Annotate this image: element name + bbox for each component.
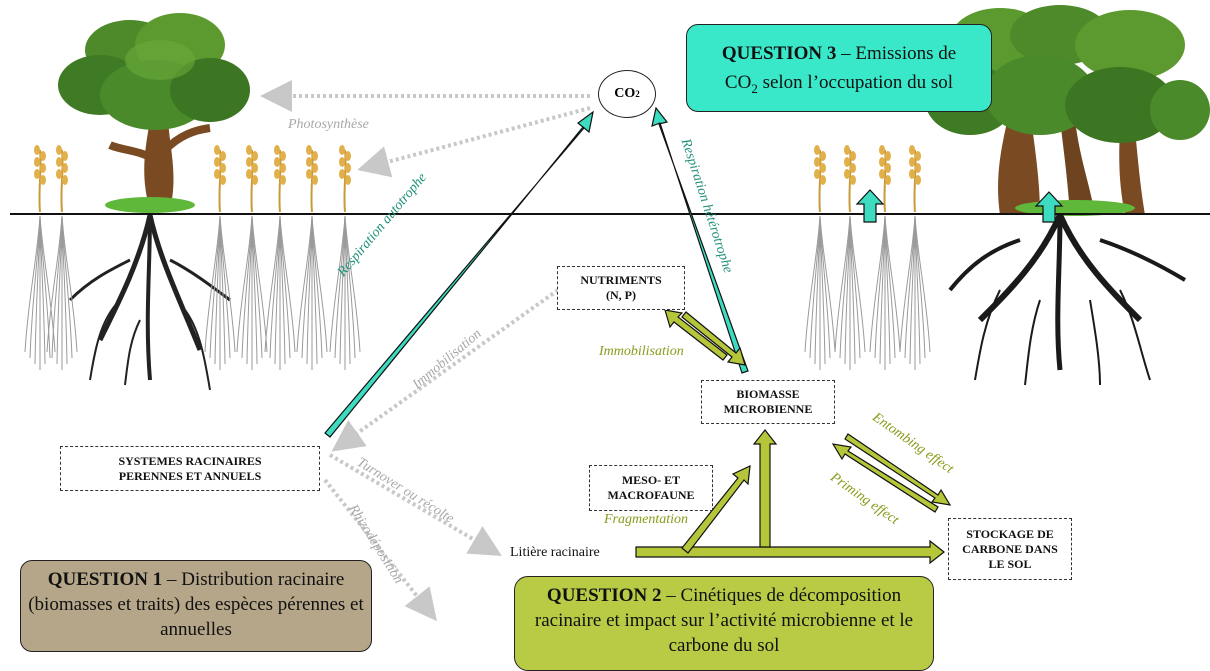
biomass-to-nutrients-arrow [664,309,728,361]
immobilisation-green-label: Immobilisation [599,344,684,359]
nutrients-label: NUTRIMENTS (N, P) [580,273,662,302]
right-upward-flux-arrow [1034,191,1064,223]
rhizodeposition-arrow [323,478,437,622]
question-2-text: – Cinétiques de décomposition racinaire … [534,585,914,656]
right-roots-illustration [948,213,1187,386]
teal-arrows [324,106,1064,438]
grey-dotted-arrows [260,80,591,622]
heterotrophic-respiration-arrow [651,106,749,374]
right-fine-roots-illustration [804,215,931,370]
root-litter-label: Litière racinaire [510,545,600,560]
left-upward-flux-arrow [855,189,885,223]
fragmentation-arrow [681,465,751,554]
meso-macrofauna-label: MESO- ET MACROFAUNE [607,473,695,502]
question-3-co2-subscript: 2 [751,80,758,96]
carbon-storage-label: STOCKAGE DE CARBONE DANS LE SOL [962,526,1058,571]
question-3-text-a: – Emissions de [836,43,957,64]
priming-arrow [831,443,939,513]
litter-to-storage-arrow [635,539,945,565]
question-3-text-b: selon l’occupation du sol [757,72,954,93]
left-wheat-illustration [34,145,351,213]
entombing-arrow [844,433,952,506]
question-1-title: QUESTION 1 [47,569,163,590]
meso-macrofauna-box: MESO- ET MACROFAUNE [589,465,713,511]
question-2-box: QUESTION 2 – Cinétiques de décomposition… [514,576,934,671]
nutrients-to-biomass-arrow [681,311,746,366]
question-3-co2: CO [724,72,752,93]
question-1-box: QUESTION 1 – Distribution racinaire (bio… [20,560,372,652]
left-fine-roots-illustration [24,215,361,370]
photosynthesis-label: Photosynthèse [288,117,369,132]
co2-label: CO [614,86,636,101]
question-2-title: QUESTION 2 [546,585,662,606]
litter-to-biomass-arrow [752,429,778,548]
autotrophic-respiration-arrow [324,110,594,438]
root-systems-label: SYSTEMES RACINAIRES PERENNES ET ANNUELS [118,453,262,483]
left-tree-illustration [58,13,250,213]
question-3-title: QUESTION 3 [721,43,837,64]
left-roots-illustration [68,214,231,391]
question-3-box: QUESTION 3 – Emissions de CO2 selon l’oc… [686,24,992,112]
co2-subscript: 2 [635,89,640,99]
root-systems-box: SYSTEMES RACINAIRES PERENNES ET ANNUELS [60,446,320,491]
fragmentation-label: Fragmentation [604,512,688,527]
question-1-text: – Distribution racinaire (biomasses et t… [28,569,364,640]
nutrients-box: NUTRIMENTS (N, P) [557,266,685,310]
right-trees-illustration [925,5,1210,216]
olive-arrows [635,309,952,565]
photosynthesis-arrow-2 [357,106,591,178]
microbial-biomass-box: BIOMASSE MICROBIENNE [701,380,835,424]
microbial-biomass-label: BIOMASSE MICROBIENNE [723,387,813,416]
turnover-arrow [328,453,502,557]
carbon-storage-box: STOCKAGE DE CARBONE DANS LE SOL [948,518,1072,580]
right-wheat-illustration [814,145,921,213]
